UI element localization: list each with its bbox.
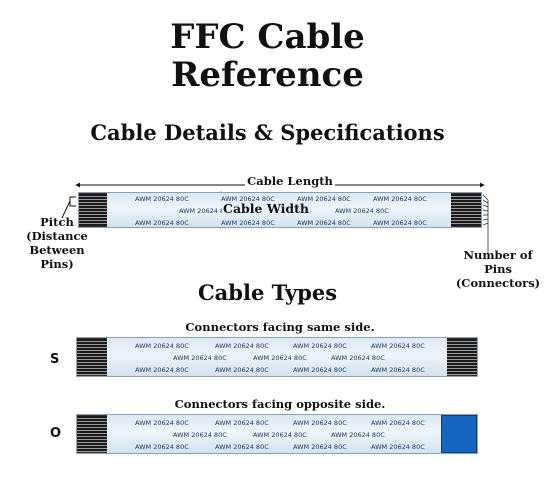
page-title: FFC Cable Reference: [0, 18, 535, 94]
cable-marking: AWM 20624 80C: [373, 195, 427, 203]
details-heading: Cable Details & Specifications: [90, 120, 445, 145]
cable-marking: AWM 20624 80C: [173, 431, 227, 439]
blue-stiffener: [441, 415, 477, 453]
cable-marking: AWM 20624 80C: [135, 419, 189, 427]
same-side-cable: AWM 20624 80C AWM 20624 80C AWM 20624 80…: [76, 337, 478, 377]
cable-marking: AWM 20624 80C: [215, 366, 269, 374]
cable-marking: AWM 20624 80C: [371, 342, 425, 350]
same-side-caption: Connectors facing same side.: [185, 320, 375, 334]
cable-marking: AWM 20624 80C: [293, 342, 347, 350]
opposite-side-caption: Connectors facing opposite side.: [174, 397, 386, 411]
cable-marking: AWM 20624 80C: [335, 207, 389, 215]
left-connector-pins: [77, 415, 107, 453]
cable-marking: AWM 20624 80C: [297, 195, 351, 203]
types-heading: Cable Types: [197, 280, 338, 305]
cable-marking: AWM 20624 80C: [293, 366, 347, 374]
pitch-bracket: [69, 196, 76, 207]
right-connector-pins: [451, 193, 481, 227]
cable-marking: AWM 20624 80C: [371, 443, 425, 451]
cable-marking: AWM 20624 80C: [221, 219, 275, 227]
cable-marking: AWM 20624 80C: [179, 207, 233, 215]
cable-marking: AWM 20624 80C: [373, 219, 427, 227]
cable-marking: AWM 20624 80C: [253, 431, 307, 439]
detail-diagram: Cable Length AWM 20624 80C AWM 20624 80C…: [0, 170, 560, 290]
cable-marking: AWM 20624 80C: [135, 195, 189, 203]
cable-marking: AWM 20624 80C: [135, 342, 189, 350]
pins-label: Number of Pins (Connectors): [455, 248, 541, 290]
cable-width-label: Cable Width: [222, 201, 311, 216]
left-connector-pins: [77, 338, 107, 376]
pitch-leader: [61, 200, 71, 219]
cable-marking: AWM 20624 80C: [215, 342, 269, 350]
cable-marking: AWM 20624 80C: [221, 195, 275, 203]
cable-marking: AWM 20624 80C: [253, 354, 307, 362]
title-line-2: Reference: [171, 55, 364, 95]
cable-marking: AWM 20624 80C: [135, 219, 189, 227]
cable-length-label: Cable Length: [245, 174, 335, 188]
cable-marking: AWM 20624 80C: [135, 366, 189, 374]
cable-marking: AWM 20624 80C: [297, 219, 351, 227]
pitch-label: Pitch (Distance Between Pins): [26, 215, 88, 271]
cable-marking: AWM 20624 80C: [371, 419, 425, 427]
cable-marking: AWM 20624 80C: [293, 443, 347, 451]
right-connector-pins: [447, 338, 477, 376]
pin-leader-lines: [482, 194, 489, 255]
cable-marking: AWM 20624 80C: [215, 419, 269, 427]
cable-marking: AWM 20624 80C: [371, 366, 425, 374]
left-connector-pins: [79, 193, 107, 227]
type-letter-o: O: [50, 426, 62, 441]
cable-marking: AWM 20624 80C: [293, 419, 347, 427]
cable-marking: AWM 20624 80C: [215, 443, 269, 451]
type-letter-s: S: [50, 352, 60, 367]
cable-marking: AWM 20624 80C: [331, 354, 385, 362]
title-line-1: FFC Cable: [170, 17, 365, 57]
cable-marking: AWM 20624 80C: [173, 354, 227, 362]
opposite-side-cable: AWM 20624 80C AWM 20624 80C AWM 20624 80…: [76, 414, 478, 454]
cable-marking: AWM 20624 80C: [135, 443, 189, 451]
cable-marking: AWM 20624 80C: [331, 431, 385, 439]
